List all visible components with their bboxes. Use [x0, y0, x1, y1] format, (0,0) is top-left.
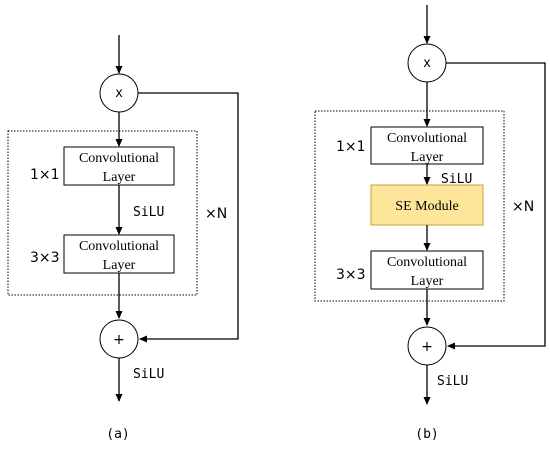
- b-conv1-kernel: 1×1: [336, 139, 366, 155]
- b-conv2-kernel: 3×3: [336, 267, 366, 283]
- a-sum-node-label: +: [113, 332, 125, 348]
- a-mid-activation: SiLU: [133, 205, 164, 220]
- a-conv2-box: [63, 234, 175, 274]
- b-input-node-label: x: [423, 56, 431, 71]
- a-conv1-line2: Layer: [103, 170, 136, 185]
- b-conv1-box: [370, 126, 484, 165]
- a-skip-connection: [138, 92, 239, 343]
- b-conv1-line1: Convolutional: [387, 131, 467, 146]
- a-conv2-line1: Convolutional: [79, 239, 159, 254]
- b-conv2-box: [370, 250, 484, 290]
- a-conv1-kernel: 1×1: [30, 167, 60, 183]
- b-caption: (b): [415, 427, 438, 442]
- b-repeat-label: ×N: [512, 199, 534, 215]
- a-conv2-line2: Layer: [103, 258, 136, 273]
- diagram-a: x Convolutional Layer 1×1 SiLU Convoluti…: [7, 35, 239, 442]
- diagram-b: x Convolutional Layer 1×1 SiLU SE Module…: [314, 5, 546, 442]
- b-conv2-line1: Convolutional: [387, 255, 467, 270]
- b-skip-connection: [446, 62, 546, 350]
- a-repeat-block: [7, 130, 198, 296]
- a-repeat-label: ×N: [205, 206, 227, 222]
- b-sum-node-label: +: [421, 339, 433, 355]
- a-input-node-label: x: [115, 86, 123, 101]
- b-conv1-line2: Layer: [411, 150, 444, 165]
- a-conv1-box: [63, 146, 175, 186]
- a-conv1-line1: Convolutional: [79, 151, 159, 166]
- a-conv2-kernel: 3×3: [30, 250, 60, 266]
- b-conv2-line2: Layer: [411, 274, 444, 289]
- b-repeat-block: [314, 110, 505, 302]
- b-se-module-label: SE Module: [395, 199, 458, 214]
- a-out-activation: SiLU: [133, 367, 164, 382]
- a-caption: (a): [106, 427, 129, 442]
- b-mid-activation: SiLU: [441, 172, 472, 187]
- b-out-activation: SiLU: [437, 374, 468, 389]
